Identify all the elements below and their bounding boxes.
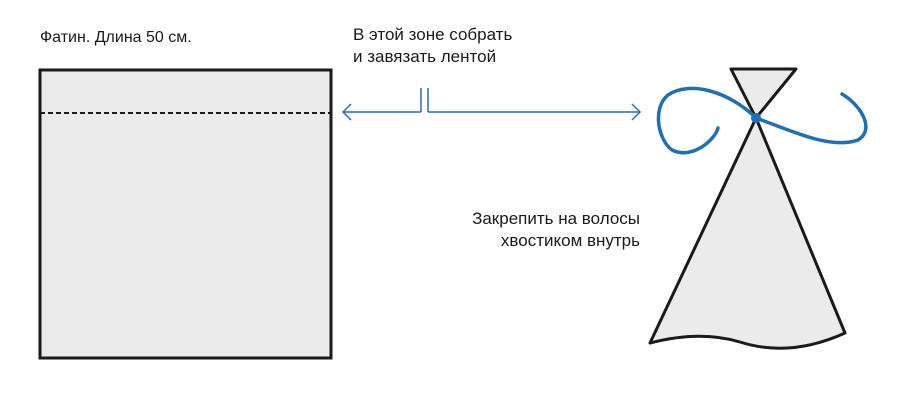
tulle-rectangle bbox=[38, 68, 333, 360]
gathered-tulle-bundle bbox=[648, 67, 847, 350]
attach-instruction: Закрепить на волосы хвостиком внутрь bbox=[472, 208, 640, 252]
ribbon-right-tail bbox=[754, 92, 868, 145]
attach-instruction-line-1: Закрепить на волосы bbox=[472, 209, 640, 228]
fabric-length-label: Фатин. Длина 50 см. bbox=[40, 29, 192, 46]
bundle-skirt bbox=[648, 116, 847, 350]
attach-instruction-line-2: хвостиком внутрь bbox=[500, 231, 640, 250]
ribbon-knot bbox=[751, 113, 761, 123]
gather-instruction-line-2: и завязать лентой bbox=[353, 47, 497, 66]
gather-instruction: В этой зоне собрать и завязать лентой bbox=[353, 24, 512, 68]
bundle-top-tail bbox=[729, 67, 798, 120]
gather-instruction-line-1: В этой зоне собрать bbox=[353, 25, 513, 44]
gather-zone-arrow bbox=[341, 88, 642, 121]
ribbon bbox=[656, 86, 868, 155]
ribbon-left-loop bbox=[656, 86, 758, 155]
